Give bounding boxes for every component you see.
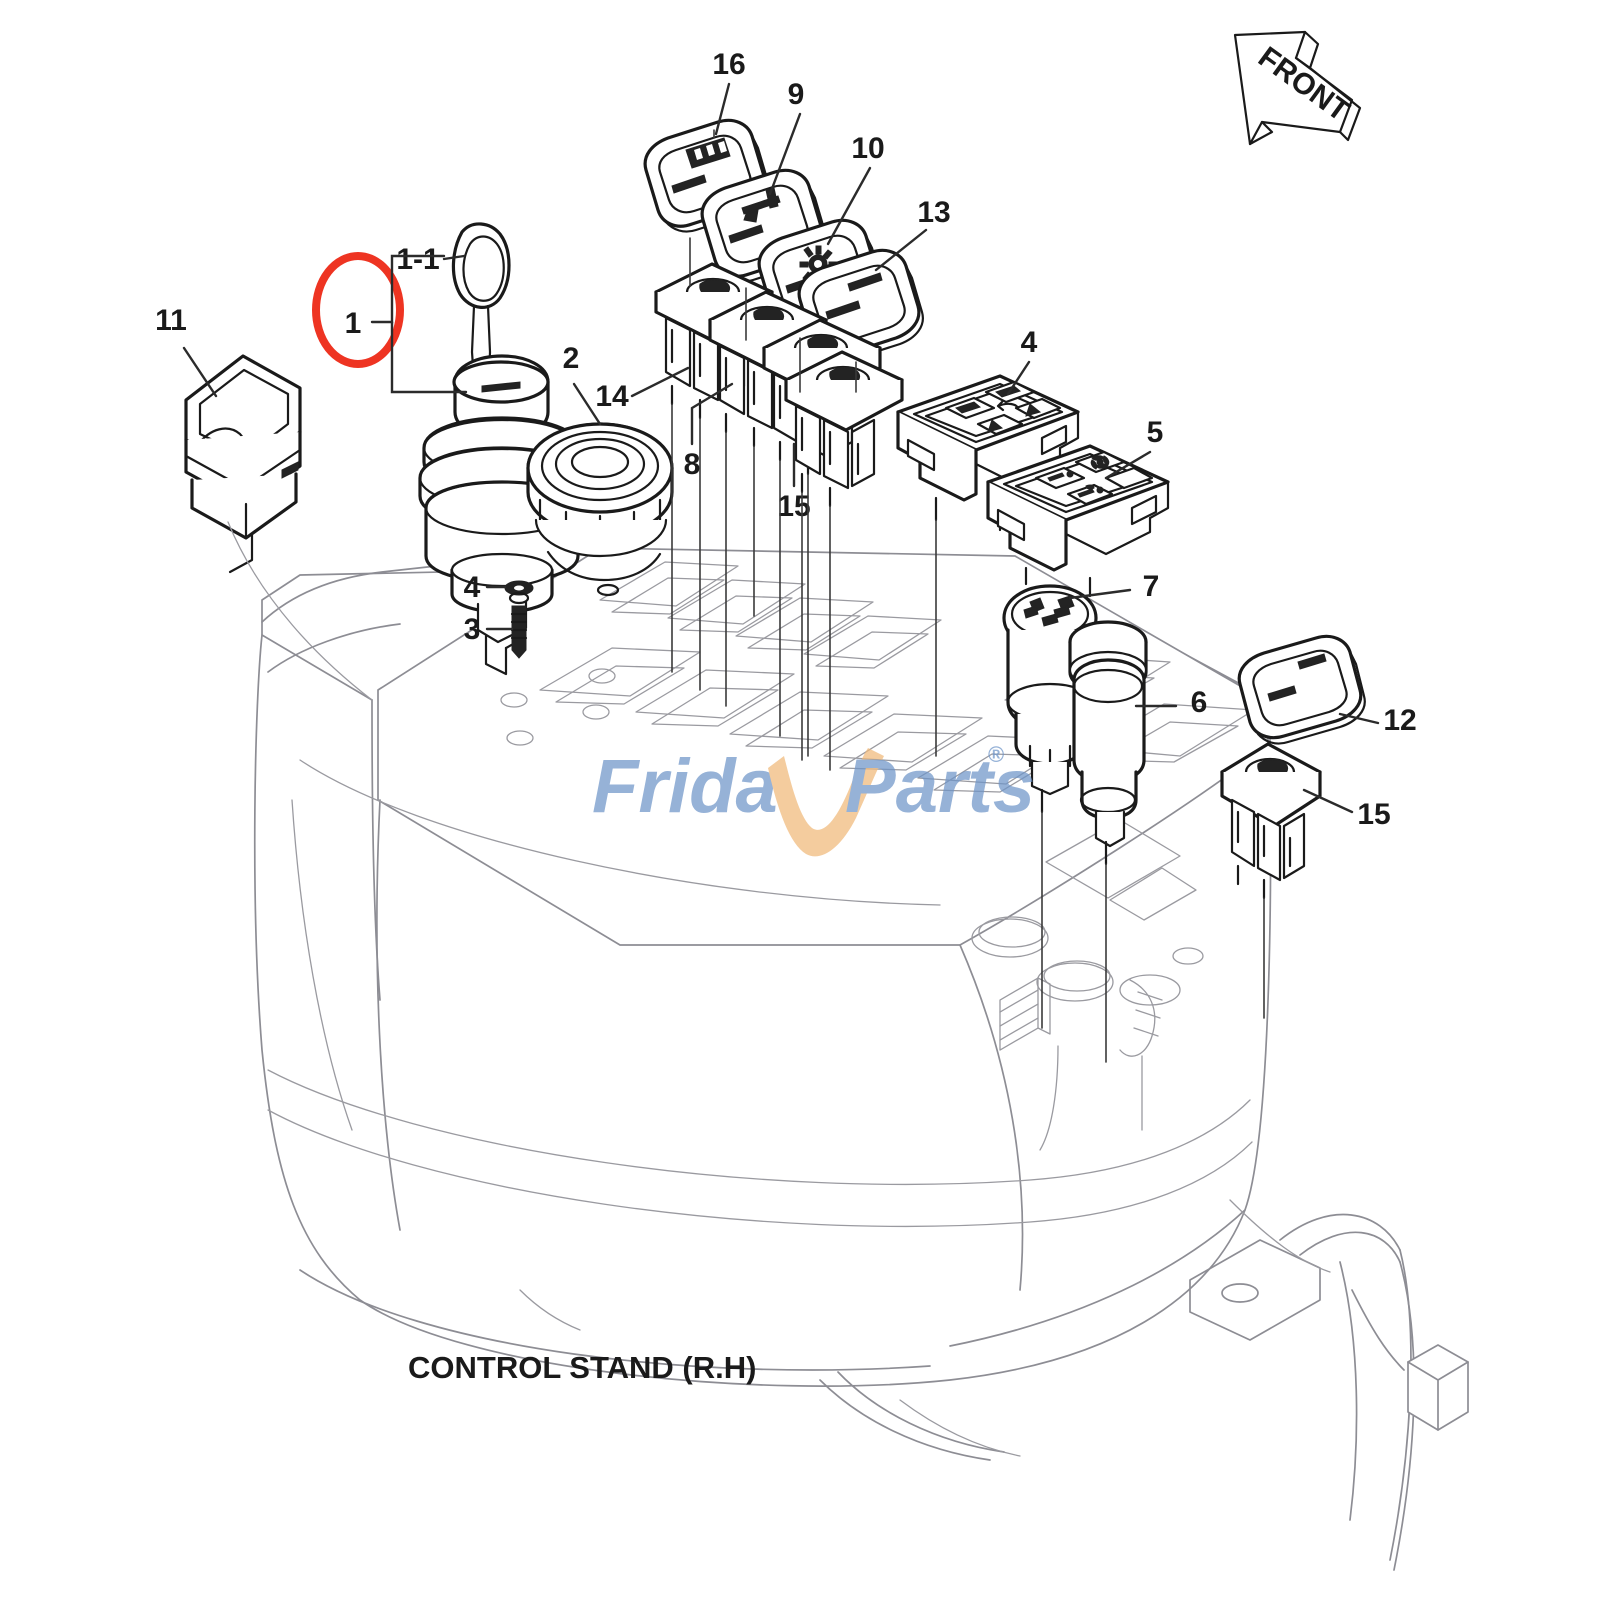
callout-label-5: 4 — [1021, 326, 1038, 359]
console-round-openings — [500, 668, 1204, 1006]
callout-label-13: 13 — [917, 196, 950, 229]
leader-6: 5 — [1104, 416, 1164, 480]
leader-7: 6 — [1134, 686, 1208, 719]
callout-label-1-1: 1-1 — [396, 243, 439, 276]
callout-label-10: 9 — [788, 78, 805, 111]
blank-bars-icon — [825, 272, 883, 320]
leader-3: 3 — [464, 613, 514, 646]
callout-label-15-a: 14 — [595, 380, 629, 413]
part-7-cigarette-lighter-socket — [1068, 620, 1148, 866]
leader-2: 2 — [563, 342, 602, 426]
callout-label-4: 4 — [464, 571, 481, 604]
callout-label-15-b: 15 — [777, 490, 810, 523]
watermark-text-primary: Frida — [592, 744, 778, 829]
callout-label-9: 8 — [684, 448, 701, 481]
callout-label-8: 7 — [1143, 570, 1160, 603]
part-3-mounting-screw — [510, 605, 528, 659]
callout-label-12: 11 — [155, 304, 187, 337]
leader-5: 4 — [1006, 326, 1038, 396]
callout-label-7: 6 — [1191, 686, 1208, 719]
fan-icon — [1090, 455, 1110, 470]
panel-6-buttons — [1034, 450, 1154, 506]
hazard-bars-icon — [685, 137, 731, 169]
part-2-rotary-dial-knob — [526, 422, 674, 597]
part-12-rocker-switch-left — [184, 354, 302, 574]
leader-15-c: 15 — [1302, 788, 1391, 831]
callout-label-15-c: 15 — [1357, 798, 1390, 831]
callout-label-11: 10 — [851, 132, 884, 165]
callout-label-1: 1 — [345, 307, 362, 340]
leader-15-a: 14 — [595, 366, 690, 413]
callout-label-2: 2 — [563, 342, 580, 375]
snowflake-icon — [1047, 470, 1074, 482]
callout-label-3: 3 — [464, 613, 481, 646]
leader-13: 13 — [874, 196, 951, 272]
leader-8: 7 — [1068, 570, 1160, 603]
watermark-check-glyph — [768, 748, 884, 857]
assembly-drop-lines — [671, 129, 857, 771]
leader-4: 4 — [464, 571, 507, 604]
watermark-fridayparts: Frida Parts ® — [592, 742, 1035, 857]
leader-9: 8 — [684, 382, 734, 481]
part-6-control-panel-lower — [986, 444, 1170, 598]
leader-1-1: 1-1 — [396, 243, 466, 276]
part-15-rocker-switch-bodies-row — [654, 262, 904, 508]
part-15-rocker-switch-body-right — [1220, 742, 1322, 900]
leader-11: 10 — [826, 132, 885, 246]
rocker-switch-body-d — [784, 350, 904, 508]
part-14-switch-cap-right — [1237, 634, 1366, 745]
console-mounting-bracket — [1189, 1199, 1469, 1571]
leader-12: 11 — [155, 304, 218, 398]
watermark-text-secondary: Parts — [845, 744, 1035, 829]
part-8-power-socket-assembly — [1002, 584, 1098, 814]
callout-label-6: 5 — [1147, 416, 1164, 449]
callout-label-14: 12 — [1383, 704, 1416, 737]
leader-12-to-console — [227, 521, 373, 701]
defrost-icon — [1077, 484, 1104, 498]
watermark-trademark: ® — [988, 742, 1004, 767]
leader-15-b: 15 — [777, 442, 811, 523]
console-internal-bracket — [999, 977, 1163, 1151]
leader-14: 12 — [1338, 704, 1417, 737]
leader-10: 9 — [768, 78, 805, 196]
callout-label-16: 16 — [712, 48, 745, 81]
highlight-ellipse-item-1 — [312, 252, 404, 368]
wiper-icon — [741, 187, 781, 223]
front-direction-arrow: FRONT — [1233, 30, 1362, 146]
leader-16: 16 — [712, 48, 746, 136]
leader-1: 1 — [345, 254, 468, 394]
diagram-caption: CONTROL STAND (R.H) — [408, 1350, 756, 1385]
socket-8-contacts — [1023, 595, 1075, 627]
